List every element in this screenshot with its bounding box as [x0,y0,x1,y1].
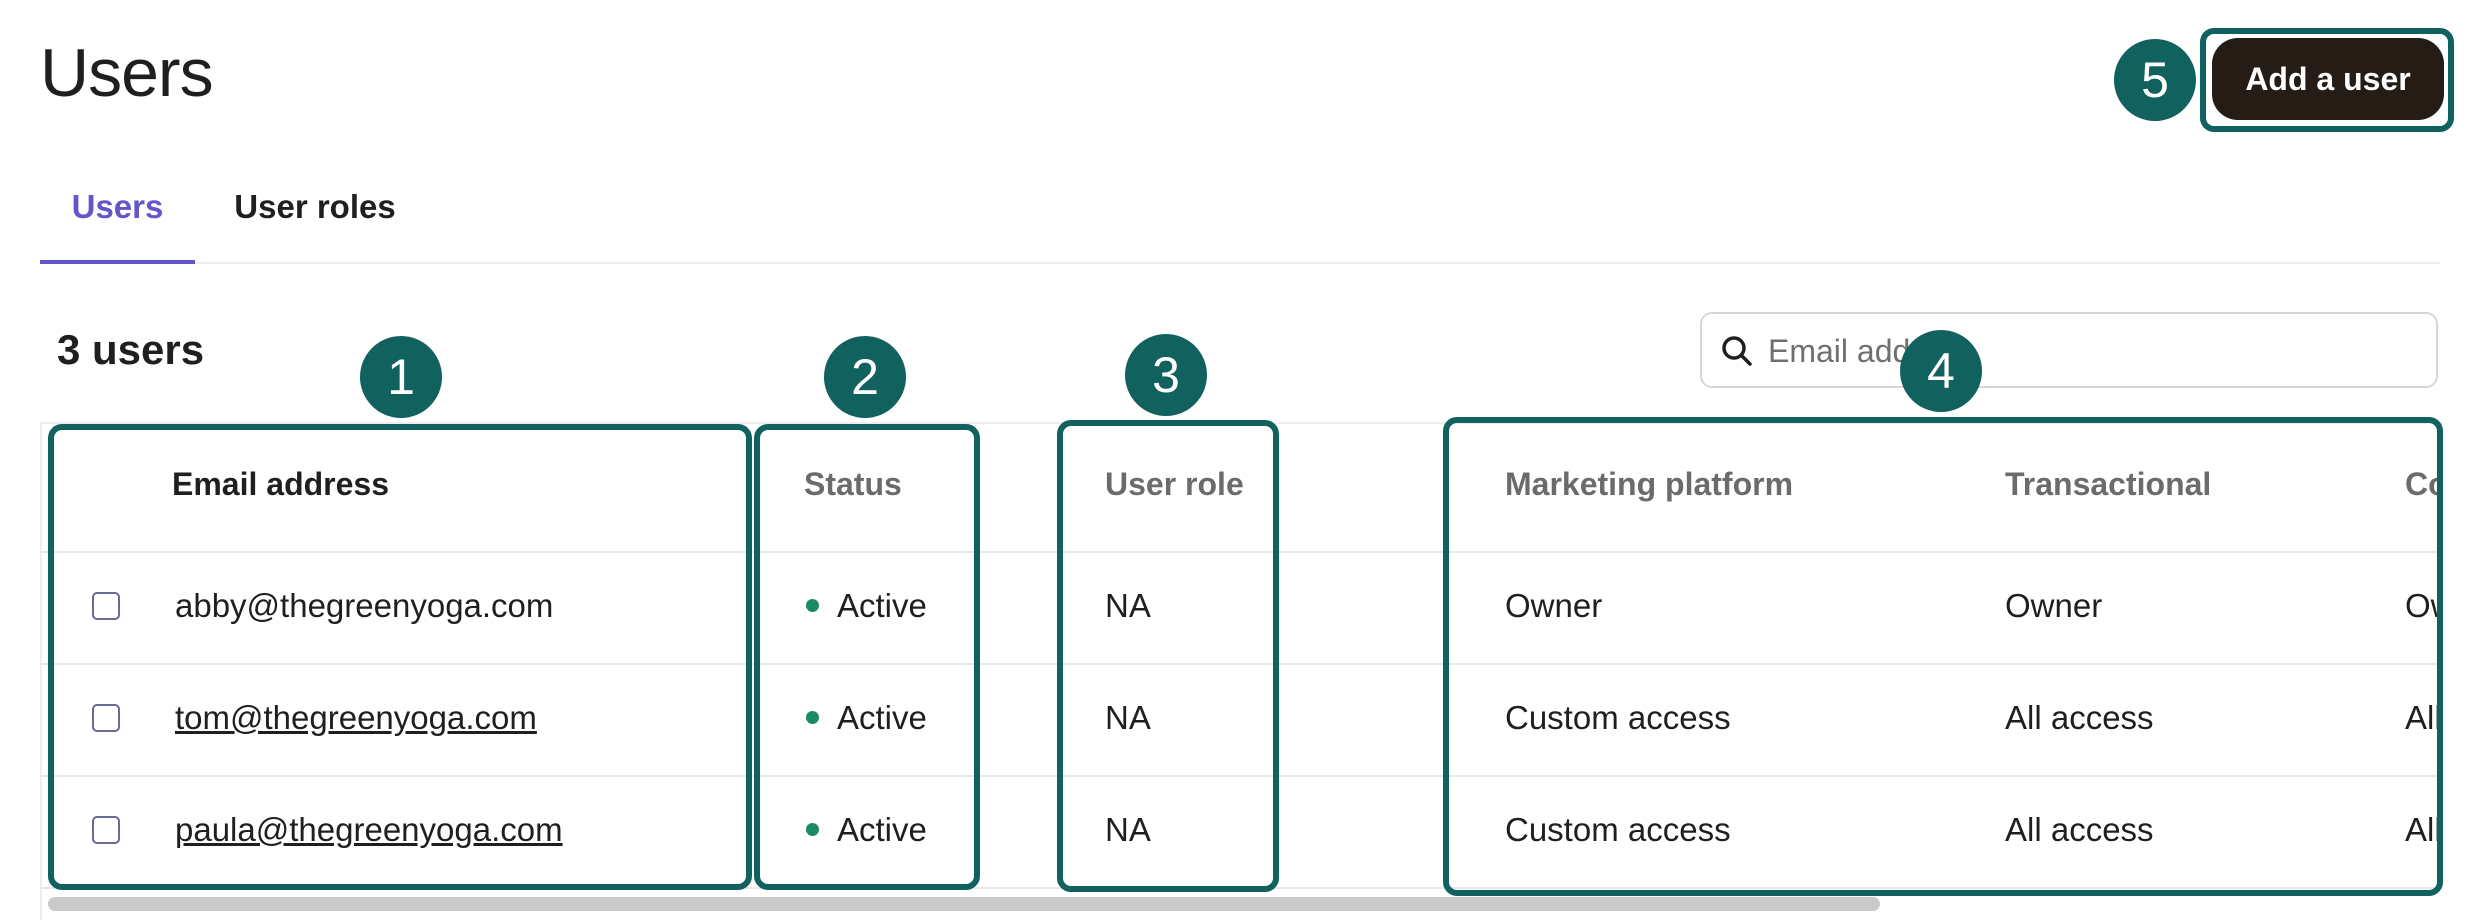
marketing-cell: Custom access [1505,699,1731,736]
annotation-box-email-column [48,424,752,890]
status-cell: Active [806,587,927,625]
annotation-badge-1: 1 [360,336,442,418]
email-cell[interactable]: abby@thegreenyoga.com [175,587,554,624]
annotation-badge-4: 4 [1900,330,1982,412]
search-field[interactable] [1700,312,2438,388]
column-header-status[interactable]: Status [804,466,902,502]
user-role-cell: NA [1105,587,1151,624]
status-dot-icon [806,822,819,836]
search-icon [1722,336,1752,366]
row-divider [42,775,2442,777]
annotation-badge-5: 5 [2114,39,2196,121]
annotation-box-user-role-column [1057,420,1279,892]
row-divider [42,663,2442,665]
transactional-cell: Owner [2005,587,2103,624]
column-header-marketing-platform[interactable]: Marketing platform [1505,466,1794,502]
marketing-cell: Custom access [1505,811,1731,848]
column-header-transactional[interactable]: Transactional [2005,466,2212,502]
horizontal-scrollbar[interactable] [48,897,1880,911]
co-cell: Ow [2405,587,2442,624]
annotation-box-permission-columns [1443,417,2443,896]
row-checkbox[interactable] [92,704,120,732]
co-cell: All [2405,811,2442,848]
add-user-button[interactable]: Add a user [2212,38,2444,120]
transactional-cell: All access [2005,811,2154,848]
annotation-badge-2: 2 [824,336,906,418]
column-header-email[interactable]: Email address [172,466,389,502]
users-table: Email address Status User role Marketing… [40,422,2442,920]
transactional-cell: All access [2005,699,2154,736]
tab-user-roles[interactable]: User roles [234,188,396,225]
email-link[interactable]: tom@thegreenyoga.com [175,699,537,736]
tab-users[interactable]: Users [40,180,195,264]
status-cell: Active [806,699,927,737]
co-cell: All [2405,699,2442,736]
status-cell: Active [806,811,927,849]
email-link[interactable]: paula@thegreenyoga.com [175,811,563,848]
annotation-box-status-column [754,424,980,890]
marketing-cell: Owner [1505,587,1603,624]
row-checkbox[interactable] [92,592,120,620]
row-checkbox[interactable] [92,816,120,844]
annotation-box-add-user-button [2200,28,2454,132]
row-divider [42,551,2442,553]
status-dot-icon [806,598,819,612]
status-dot-icon [806,710,819,724]
column-header-user-role[interactable]: User role [1105,466,1244,502]
page-title: Users [40,35,214,111]
user-role-cell: NA [1105,811,1151,848]
tab-bar: Users User roles [40,180,2440,264]
user-role-cell: NA [1105,699,1151,736]
user-count: 3 users [57,326,205,373]
column-header-co[interactable]: Co [2405,466,2442,502]
search-input[interactable] [1766,324,2410,378]
annotation-badge-3: 3 [1125,334,1207,416]
